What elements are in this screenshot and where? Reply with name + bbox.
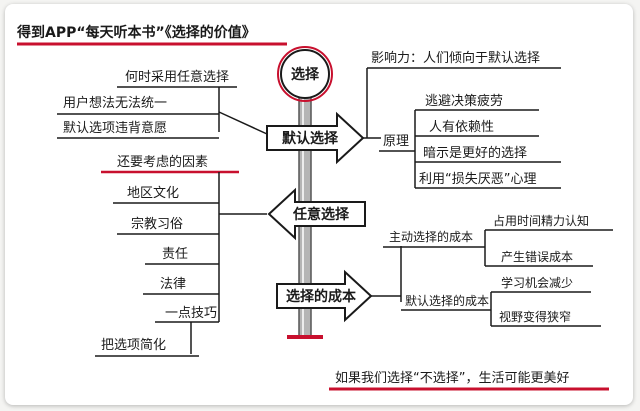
- principle-item-1: 逃避决策疲劳: [425, 93, 503, 109]
- mindmap-diagram: 得到APP“每天听本书”《选择的价值》 选择 默认选择 任意选择 选择的成本 何…: [16, 24, 613, 391]
- influence-text: 影响力：人们倾向于默认选择: [371, 50, 540, 66]
- factors-heading: 还要考虑的因素: [117, 154, 208, 170]
- right-branch: 影响力：人们倾向于默认选择 原理 逃避决策疲劳 人有依赖性 暗示是更好的选择 利…: [363, 50, 613, 327]
- when-item-2: 默认选项违背意愿: [63, 120, 167, 136]
- arrow-optional-choice: [267, 187, 366, 241]
- footer-text: 如果我们选择“不选择”，生活可能更美好: [335, 370, 569, 386]
- when-heading: 何时采用任意选择: [125, 69, 229, 85]
- arrow-default-label: 默认选择: [282, 130, 339, 147]
- arrow-default-choice: [266, 111, 365, 165]
- default-cost-item-2: 视野变得狭窄: [499, 309, 571, 324]
- default-cost-label: 默认选择的成本: [405, 293, 489, 308]
- center-circle: [280, 49, 330, 99]
- principle-item-2: 人有依赖性: [429, 120, 494, 135]
- principle-item-3: 暗示是更好的选择: [423, 145, 527, 161]
- page-title: 得到APP“每天听本书”《选择的价值》: [16, 24, 256, 41]
- active-cost-label: 主动选择的成本: [389, 229, 473, 244]
- active-cost-item-2: 产生错误成本: [501, 250, 573, 264]
- mindmap-card: 得到APP“每天听本书”《选择的价值》 选择 默认选择 任意选择 选择的成本 何…: [5, 4, 633, 405]
- center-label: 选择: [291, 66, 320, 83]
- factor-item-3: 责任: [162, 247, 188, 262]
- left-branch: 何时采用任意选择 用户想法无法统一 默认选项违背意愿 还要考虑的因素 地区文化 …: [57, 69, 268, 357]
- arrow-cost-label: 选择的成本: [286, 288, 357, 305]
- factor-item-1: 地区文化: [127, 186, 179, 201]
- simplify-item: 把选项简化: [101, 337, 166, 353]
- factor-item-5: 一点技巧: [165, 306, 217, 321]
- principle-label: 原理: [383, 134, 409, 149]
- factor-item-4: 法律: [160, 277, 186, 292]
- factor-item-2: 宗教习俗: [131, 216, 183, 232]
- when-item-1: 用户想法无法统一: [63, 95, 167, 111]
- default-cost-item-1: 学习机会减少: [501, 275, 573, 290]
- principle-item-4: 利用“损失厌恶”心理: [419, 172, 536, 187]
- arrow-cost-of-choice: [276, 269, 373, 323]
- arrow-optional-label: 任意选择: [292, 206, 350, 223]
- active-cost-item-1: 占用时间精力认知: [493, 213, 589, 228]
